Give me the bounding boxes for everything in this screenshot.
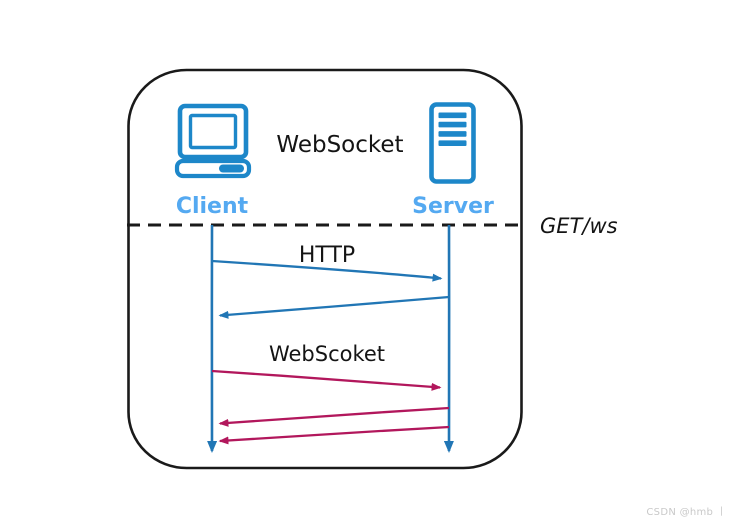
get-ws-label: GET/ws	[540, 214, 618, 238]
server-tower-icon	[429, 102, 476, 184]
server-label: Server	[412, 194, 494, 219]
http-request-arrow	[211, 259, 443, 282]
server-case	[429, 102, 476, 184]
monitor-frame	[177, 103, 249, 160]
server-slot	[438, 131, 467, 137]
monitor-screen	[188, 113, 238, 150]
watermark: CSDN @hmb 丨	[646, 507, 727, 518]
server-slot	[438, 112, 467, 119]
ws-message-client-to-server-arrow	[211, 369, 442, 391]
ws-message-server-to-client-arrow-2	[218, 425, 450, 445]
diagram-border-box	[127, 68, 523, 470]
server-slot	[438, 140, 467, 146]
server-slot	[438, 121, 467, 128]
http-response-arrow	[218, 295, 450, 319]
client-label: Client	[176, 194, 249, 219]
ws-message-server-to-client-arrow-1	[218, 406, 450, 427]
monitor-base	[174, 158, 252, 179]
client-computer-icon	[174, 103, 252, 179]
websocket-phase-label: WebScoket	[269, 342, 385, 366]
diagram-title: WebSocket	[276, 132, 403, 158]
monitor-base-button	[219, 164, 244, 173]
http-phase-label: HTTP	[299, 243, 355, 268]
